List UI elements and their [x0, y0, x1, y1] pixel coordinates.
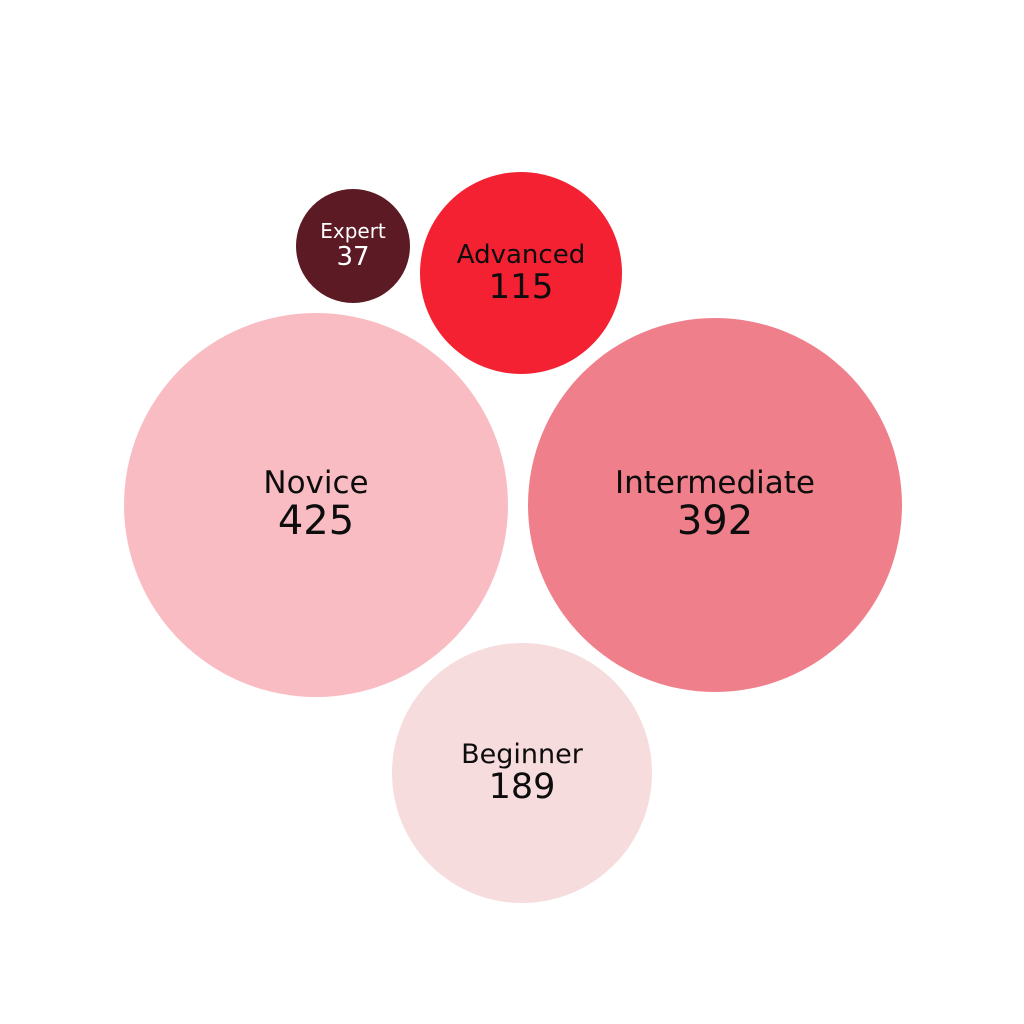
bubble-intermediate-value: 392: [676, 498, 754, 545]
bubble-beginner-value: 189: [488, 766, 556, 807]
bubble-novice-value: 425: [277, 498, 355, 545]
bubble-advanced-label: Advanced: [456, 239, 586, 270]
bubble-advanced-value: 115: [488, 266, 554, 307]
bubble-beginner-label: Beginner: [461, 738, 583, 770]
bubble-expert-value: 37: [336, 241, 370, 272]
bubble-advanced[interactable]: Advanced 115: [420, 172, 622, 374]
bubble-novice-label: Novice: [263, 464, 369, 501]
bubble-intermediate[interactable]: Intermediate 392: [528, 318, 902, 692]
bubble-expert[interactable]: Expert 37: [296, 189, 410, 303]
bubble-intermediate-label: Intermediate: [614, 464, 815, 501]
bubble-expert-label: Expert: [320, 219, 386, 244]
bubble-beginner[interactable]: Beginner 189: [392, 643, 652, 903]
bubble-novice[interactable]: Novice 425: [124, 313, 508, 697]
